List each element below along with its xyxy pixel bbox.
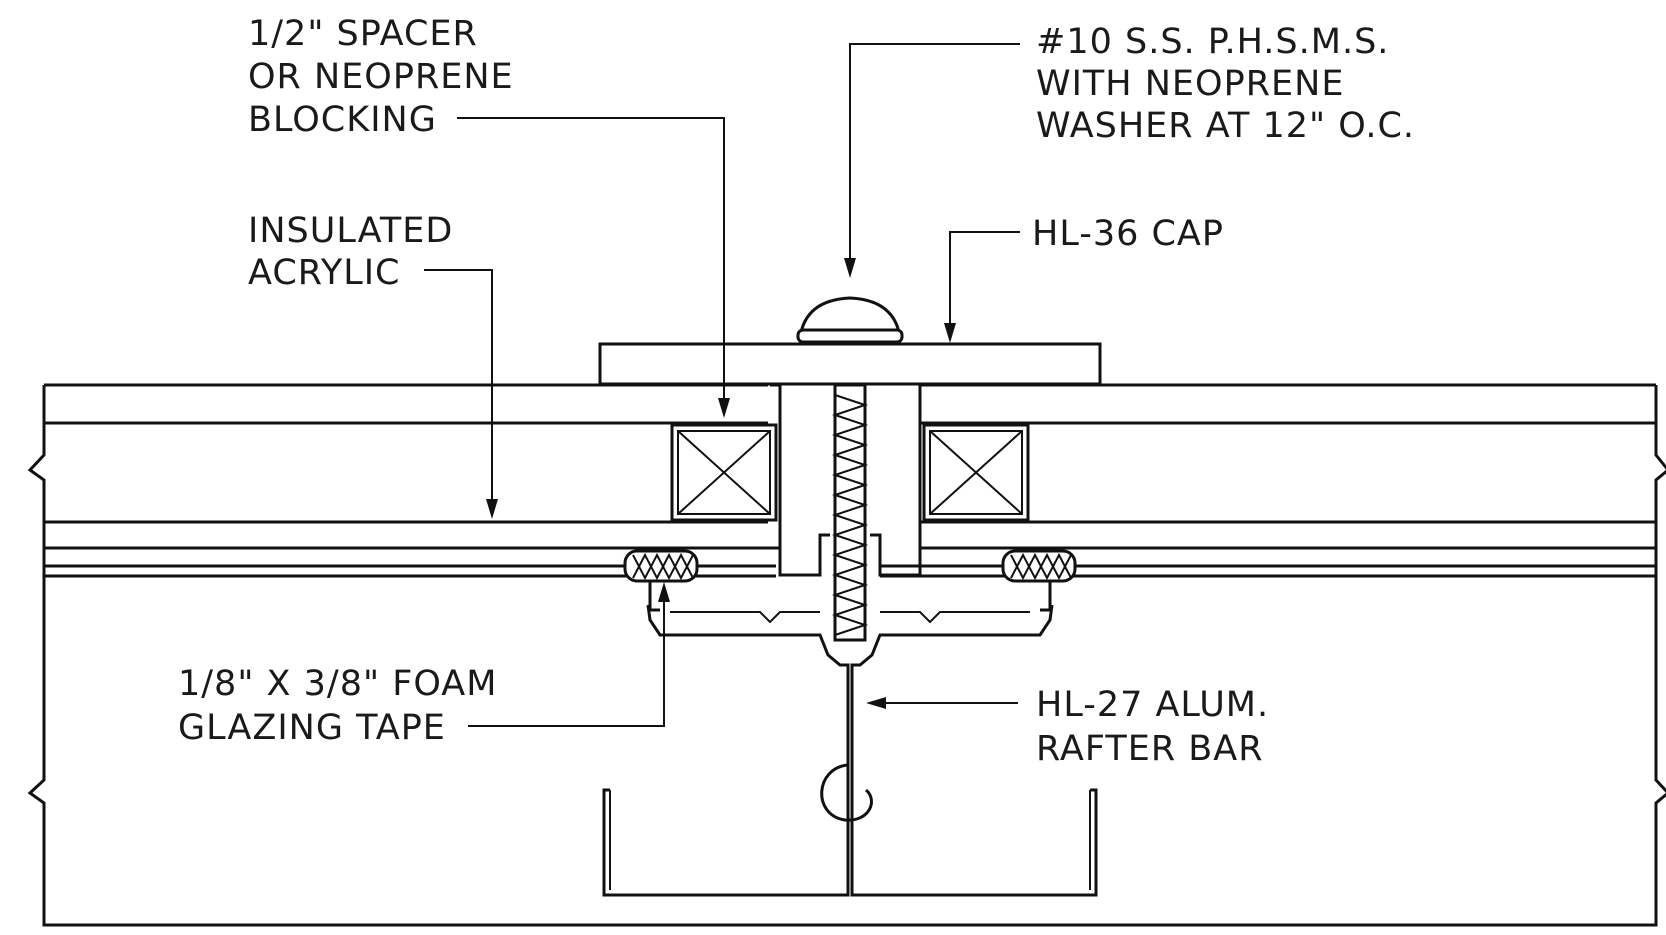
leader-cap xyxy=(944,231,1020,343)
leader-screw xyxy=(844,43,1020,278)
spacer-block-left xyxy=(670,423,778,522)
callout-screw-line1: #10 S.S. P.H.S.M.S. xyxy=(1036,22,1389,62)
acrylic-panel-left xyxy=(44,383,776,578)
callout-cap-line1: HL-36 CAP xyxy=(1032,214,1224,254)
channel-verticals xyxy=(602,788,1098,897)
callout-screw-line2: WITH NEOPRENE xyxy=(1036,64,1344,104)
callout-screw: #10 S.S. P.H.S.M.S. WITH NEOPRENE WASHER… xyxy=(1036,22,1415,146)
callout-acrylic-line2: ACRYLIC xyxy=(248,253,401,293)
leader-acrylic xyxy=(424,269,498,519)
outer-frame xyxy=(27,385,1666,927)
neoprene-washer xyxy=(796,328,904,344)
callout-acrylic: INSULATED ACRYLIC xyxy=(248,211,453,293)
callout-tape: 1/8" X 3/8" FOAM GLAZING TAPE xyxy=(178,664,497,748)
callout-spacer-line1: 1/2" SPACER xyxy=(248,14,478,54)
callout-cap: HL-36 CAP xyxy=(1032,214,1224,254)
callout-tape-line1: 1/8" X 3/8" FOAM xyxy=(178,664,497,704)
callout-spacer-line3: BLOCKING xyxy=(248,100,437,140)
callout-acrylic-line1: INSULATED xyxy=(248,211,453,251)
callout-spacer-line2: OR NEOPRENE xyxy=(248,57,514,97)
spacer-block-right xyxy=(922,423,1030,522)
callout-tape-line2: GLAZING TAPE xyxy=(178,708,446,748)
glazing-tape-right xyxy=(1001,549,1077,612)
screw xyxy=(796,296,904,642)
callout-rafter: HL-27 ALUM. RAFTER BAR xyxy=(1036,685,1269,769)
screw-head xyxy=(798,296,902,340)
callout-screw-line3: WASHER AT 12" O.C. xyxy=(1036,106,1415,146)
leader-rafter xyxy=(866,697,1018,709)
hl27-rafter-bar xyxy=(645,383,1095,897)
hl36-cap xyxy=(598,342,1102,386)
callout-rafter-line1: HL-27 ALUM. xyxy=(1036,685,1269,725)
leader-tape xyxy=(468,582,670,727)
glazing-tape-left xyxy=(623,549,699,612)
leader-spacer xyxy=(457,117,730,418)
callout-rafter-line2: RAFTER BAR xyxy=(1036,729,1264,769)
callout-spacer: 1/2" SPACER OR NEOPRENE BLOCKING xyxy=(248,14,514,140)
